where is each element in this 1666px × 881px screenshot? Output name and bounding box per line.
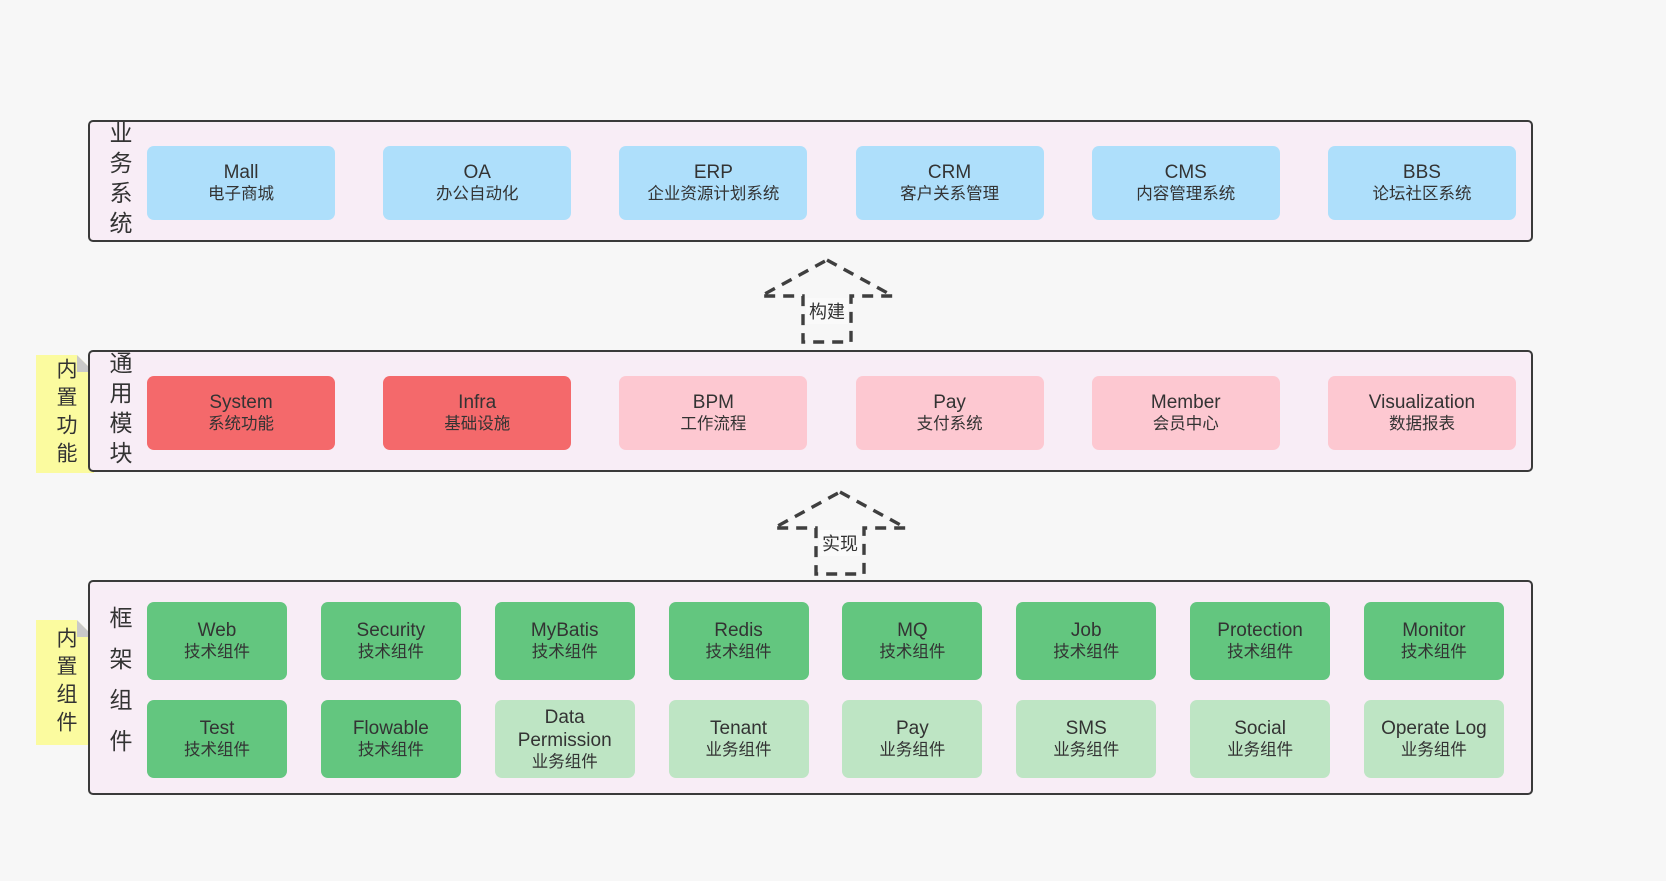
sticky-note-label: 内置功能: [54, 358, 77, 470]
sticky-note-built-in-components: 内置组件: [36, 620, 94, 745]
node-data-permission: Data Permission 业务组件: [494, 700, 635, 778]
node-oa: OA 办公自动化: [383, 146, 572, 220]
node-system: System 系统功能: [147, 376, 335, 450]
node-tenant: Tenant 业务组件: [668, 700, 809, 778]
arrow-build: 构建: [757, 256, 897, 346]
node-mall: Mall 电子商城: [147, 146, 335, 220]
node-crm: CRM 客户关系管理: [855, 146, 1044, 220]
node-security: Security 技术组件: [320, 602, 461, 680]
node-sms: SMS 业务组件: [1016, 700, 1157, 778]
node-cms: CMS 内容管理系统: [1091, 146, 1280, 220]
node-visualization: Visualization 数据报表: [1327, 376, 1516, 450]
arrow-implement-label: 实现: [819, 530, 861, 556]
sticky-note-built-in-features: 内置功能: [36, 355, 94, 473]
layer-label: 框架组件: [106, 605, 132, 770]
dashed-up-arrow-icon: [773, 490, 907, 576]
node-job: Job 技术组件: [1016, 602, 1157, 680]
node-mq: MQ 技术组件: [842, 602, 983, 680]
node-test: Test 技术组件: [147, 700, 287, 778]
node-monitor: Monitor 技术组件: [1363, 602, 1504, 680]
layer-label: 业务系统: [106, 121, 132, 241]
layer-business-systems: 业务系统 Mall 电子商城 OA 办公自动化 ERP 企业资源计划系统 CRM…: [88, 120, 1533, 242]
node-pay-component: Pay 业务组件: [842, 700, 983, 778]
layer-common-modules: 通用模块 System 系统功能 Infra 基础设施 BPM 工作流程 Pay…: [88, 350, 1533, 472]
dashed-up-arrow-icon: [760, 258, 894, 344]
node-redis: Redis 技术组件: [668, 602, 809, 680]
arrow-build-label: 构建: [806, 298, 848, 324]
node-operate-log: Operate Log 业务组件: [1363, 700, 1504, 778]
node-protection: Protection 技术组件: [1190, 602, 1331, 680]
node-pay-system: Pay 支付系统: [855, 376, 1044, 450]
node-social: Social 业务组件: [1190, 700, 1331, 778]
layer-label: 通用模块: [106, 351, 132, 471]
node-bbs: BBS 论坛社区系统: [1327, 146, 1516, 220]
node-flowable: Flowable 技术组件: [320, 700, 461, 778]
sticky-note-label: 内置组件: [54, 626, 77, 739]
node-web: Web 技术组件: [147, 602, 287, 680]
layer-framework-components: 框架组件 Web 技术组件 Security 技术组件 MyBatis 技术组件…: [88, 580, 1533, 795]
node-infra: Infra 基础设施: [383, 376, 572, 450]
arrow-implement: 实现: [770, 488, 910, 578]
node-bpm: BPM 工作流程: [619, 376, 808, 450]
node-member: Member 会员中心: [1091, 376, 1280, 450]
node-erp: ERP 企业资源计划系统: [619, 146, 808, 220]
node-mybatis: MyBatis 技术组件: [494, 602, 635, 680]
